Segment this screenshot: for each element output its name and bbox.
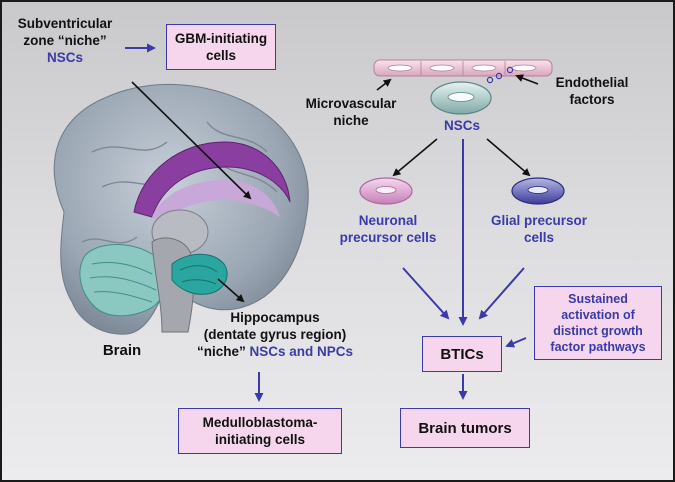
arrow-neuronal-to-btics <box>402 267 450 320</box>
arrow-nsc-to-neuronal <box>392 138 438 177</box>
neuronal-precursor-label: Neuronal precursor cells <box>338 212 438 246</box>
nsc-cell <box>430 81 492 115</box>
brain-tumors-box: Brain tumors <box>400 408 530 448</box>
sustained-line2: activation of <box>561 308 635 322</box>
growth-factor-box: Sustained activation of distinct growth … <box>534 286 662 360</box>
neuronal-line2: precursor cells <box>339 230 437 245</box>
endo-line1: Endothelial <box>555 75 629 90</box>
glial-precursor-cell <box>511 177 565 205</box>
brain-label: Brain <box>102 342 142 359</box>
arrow-microvascular <box>376 78 392 91</box>
brain-illustration <box>53 83 309 335</box>
micro-line1: Microvascular <box>305 96 397 111</box>
hippo-line3b: NSCs and NPCs <box>249 344 354 359</box>
microvascular-label: Microvascular niche <box>292 95 410 129</box>
hippo-line1: Hippocampus <box>230 310 320 325</box>
arrow-glial-to-btics <box>478 267 525 320</box>
arrow-growth-to-btics <box>505 337 527 348</box>
blue-arrows <box>125 43 527 402</box>
arrow-svz-to-ventricle <box>131 81 252 200</box>
svz-line1: Subventricular <box>17 16 113 31</box>
hippo-line2: (dentate gyrus region) <box>203 327 347 342</box>
gbm-line1: GBM-initiating <box>174 31 268 46</box>
hippo-line3a: “niche” <box>196 344 246 359</box>
arrow-nsc-to-glial <box>486 138 531 177</box>
neuronal-line1: Neuronal <box>358 213 418 228</box>
glial-line1: Glial precursor <box>490 213 588 228</box>
medulloblastoma-box: Medulloblastoma- initiating cells <box>178 408 342 454</box>
sustained-line1: Sustained <box>568 292 628 306</box>
black-arrows <box>131 74 539 303</box>
endothelial-label: Endothelial factors <box>540 74 644 108</box>
hippocampus-label: Hippocampus (dentate gyrus region) “nich… <box>170 309 380 360</box>
svz-line3: NSCs <box>46 50 83 65</box>
sustained-line4: factor pathways <box>550 340 646 354</box>
btics-box: BTICs <box>422 336 502 372</box>
glial-line2: cells <box>523 230 555 245</box>
gbm-initiating-box: GBM-initiating cells <box>166 24 276 70</box>
nscs-label: NSCs <box>443 118 480 133</box>
arrow-hippocampus-label <box>217 278 245 303</box>
glial-precursor-label: Glial precursor cells <box>483 212 595 246</box>
neuronal-precursor-cell <box>359 177 413 205</box>
endo-line2: factors <box>569 92 615 107</box>
microvascular-vessel <box>373 59 553 84</box>
sustained-line3: distinct growth <box>553 324 643 338</box>
arrow-endothelial <box>515 74 539 85</box>
svz-label: Subventricular zone “niche” NSCs <box>10 15 120 66</box>
hippo-line3: “niche” NSCs and NPCs <box>170 343 380 360</box>
medullo-line1: Medulloblastoma- <box>202 415 318 430</box>
gbm-line2: cells <box>205 48 237 63</box>
medullo-line2: initiating cells <box>214 432 306 447</box>
svz-line2: zone “niche” <box>23 33 107 48</box>
micro-line2: niche <box>333 113 369 128</box>
